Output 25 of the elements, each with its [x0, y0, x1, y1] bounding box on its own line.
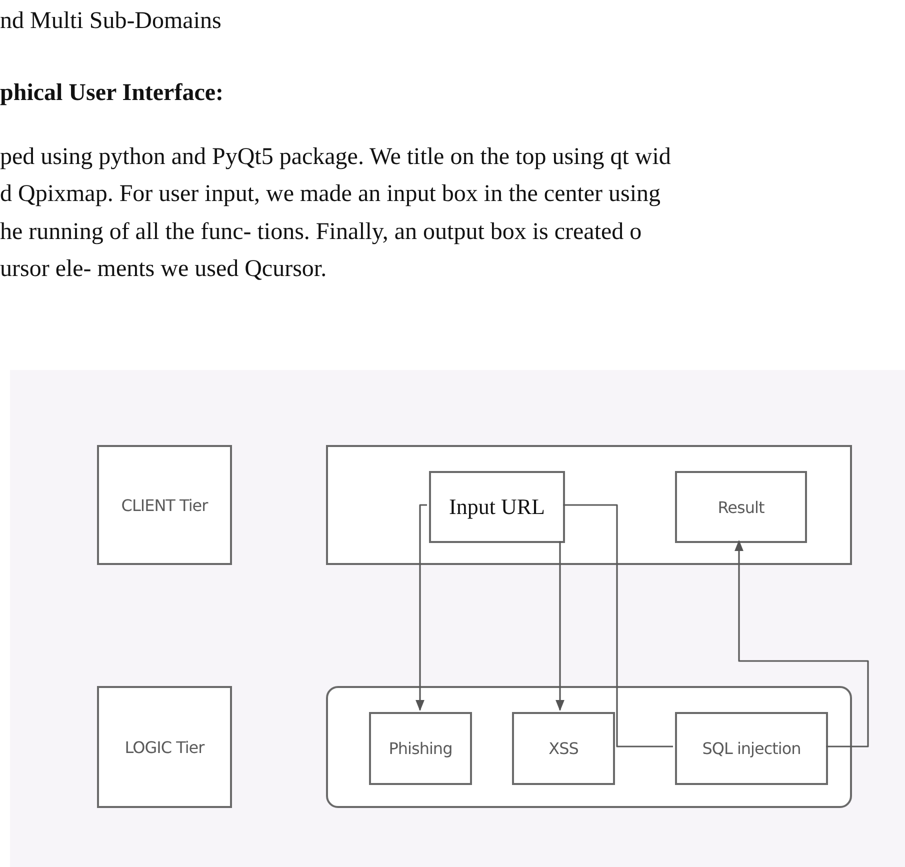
group-panel	[326, 445, 852, 565]
box-label: Result	[718, 498, 764, 516]
connector-arrow	[556, 541, 564, 712]
connector-arrow	[734, 540, 869, 748]
process-box	[512, 712, 615, 785]
body-text: nd Multi Sub-Domains	[0, 8, 222, 35]
process-box	[369, 712, 472, 785]
box-label: Phishing	[388, 739, 452, 758]
group-panel	[326, 686, 852, 808]
body-text: d Qpixmap. For user input, we made an input box in the center using	[0, 181, 661, 208]
process-box	[429, 471, 565, 543]
process-box	[97, 445, 232, 565]
process-box	[675, 471, 807, 543]
body-text: ursor ele- ments we used Qcursor.	[0, 256, 327, 283]
box-label: XSS	[548, 739, 578, 758]
body-text: ped using python and PyQt5 package. We title on the top using qt wid	[0, 144, 671, 171]
section-heading: phical User Interface:	[0, 80, 224, 107]
process-box	[675, 712, 828, 785]
box-label: Input URL	[449, 494, 545, 520]
box-label: CLIENT Tier	[121, 496, 208, 514]
body-text: he running of all the func- tions. Finally, an output box is created o	[0, 219, 642, 246]
box-label: LOGIC Tier	[124, 738, 204, 756]
connector-arrow	[416, 504, 427, 712]
box-label: SQL injection	[702, 739, 801, 758]
process-box	[97, 686, 232, 808]
